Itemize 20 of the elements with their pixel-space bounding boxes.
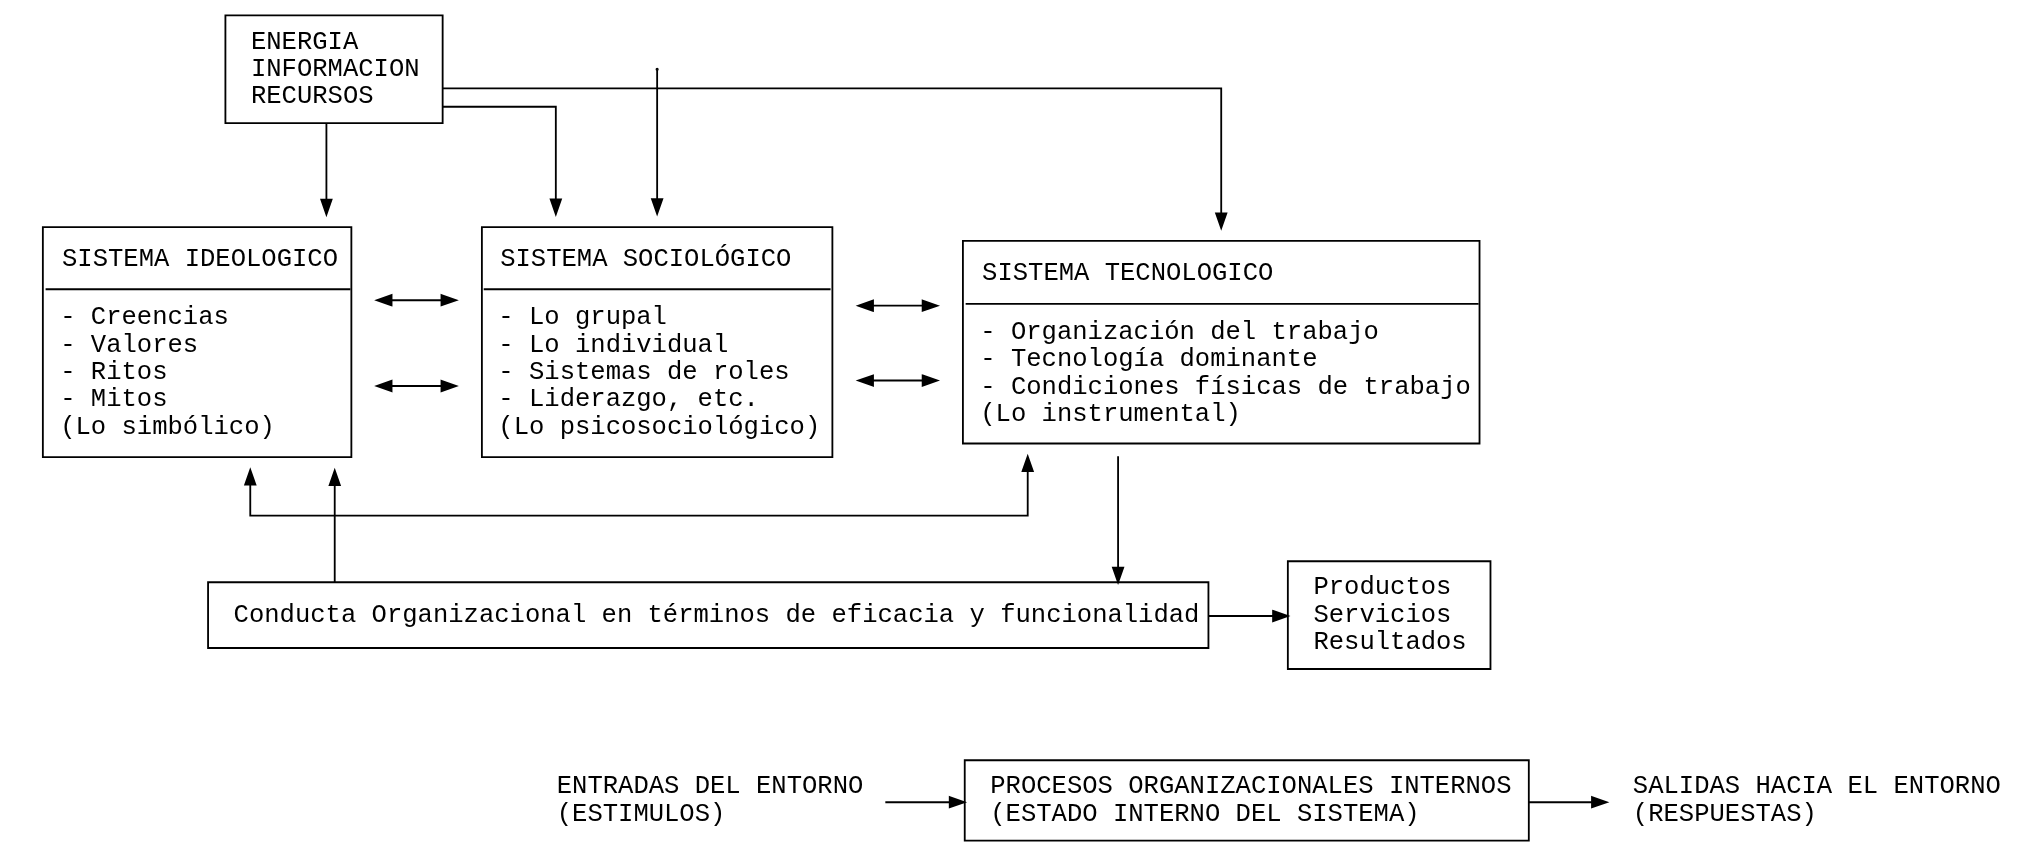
arrow (373, 293, 459, 307)
arrow (883, 795, 967, 809)
arrow (243, 453, 1034, 517)
node-box: Productos Servicios Resultados (1286, 560, 1491, 670)
node-box: ENERGIA INFORMACION RECURSOS (224, 14, 444, 125)
arrow (441, 87, 1228, 231)
node-text: SALIDAS HACIA EL ENTORNO (RESPUESTAS) (1632, 772, 2001, 829)
arrow (855, 299, 940, 313)
arrow (1111, 455, 1124, 585)
arrow (441, 105, 562, 217)
arrow (373, 379, 459, 393)
arrow (319, 122, 333, 218)
node-text: ENTRADAS DEL ENTORNO (ESTIMULOS) (556, 772, 863, 829)
arrow (855, 374, 940, 387)
arrow (650, 69, 664, 217)
node-box: PROCESOS ORGANIZACIONALES INTERNOS (ESTADO INTERNO DEL SISTEMA) (963, 759, 1530, 842)
arrow (1207, 609, 1290, 623)
node-box: Conducta Organizacional en términos de eficacia y funcionalidad (206, 581, 1209, 649)
arrow (1527, 795, 1609, 809)
arrow (327, 467, 341, 584)
